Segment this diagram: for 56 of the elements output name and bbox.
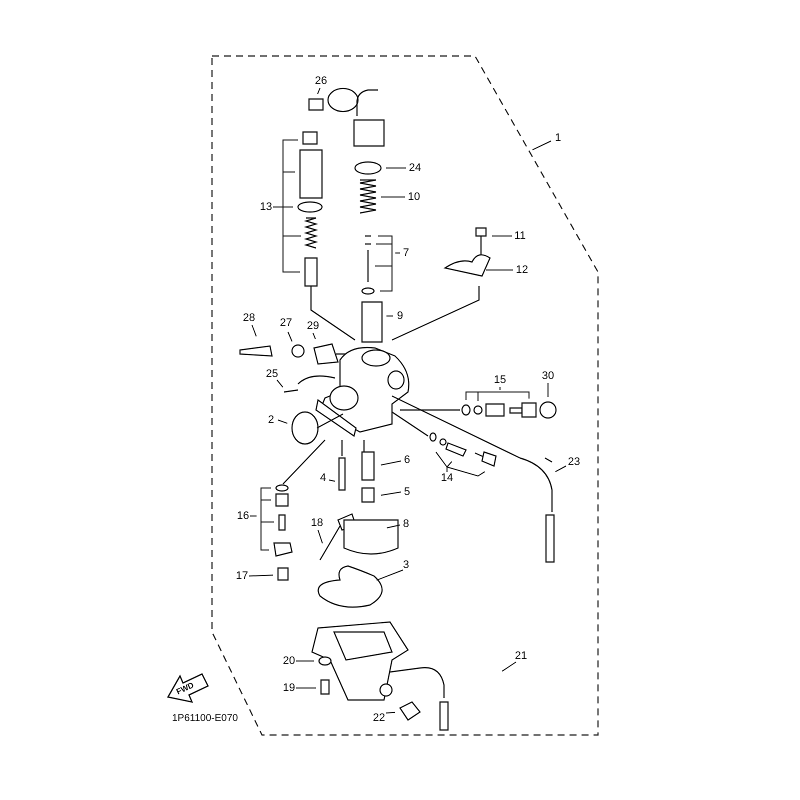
callout-number: 6 bbox=[404, 454, 410, 466]
leader-line bbox=[502, 662, 516, 672]
leader-line bbox=[276, 380, 284, 388]
callout-number: 18 bbox=[310, 517, 324, 529]
leader-line bbox=[376, 570, 404, 581]
leader-line bbox=[386, 524, 400, 528]
callout-number: 26 bbox=[314, 75, 328, 87]
callout-number: 17 bbox=[236, 570, 248, 582]
leader-line bbox=[328, 480, 336, 482]
leader-line bbox=[380, 196, 406, 198]
callout-number: 22 bbox=[372, 712, 386, 724]
callout-number: 2 bbox=[268, 414, 274, 426]
callout-number: 1 bbox=[554, 132, 562, 144]
callout-number: 9 bbox=[396, 310, 404, 322]
leader-line bbox=[317, 88, 320, 94]
leader-line bbox=[278, 420, 288, 424]
leader-line bbox=[318, 530, 323, 544]
callout-number: 7 bbox=[402, 247, 410, 259]
leader-line bbox=[466, 386, 530, 402]
leader-line bbox=[374, 236, 400, 292]
callout-number: 11 bbox=[514, 230, 526, 242]
callout-number: 28 bbox=[242, 312, 256, 324]
callout-number: 21 bbox=[514, 650, 528, 662]
leader-line bbox=[380, 460, 402, 466]
callout-number: 29 bbox=[306, 320, 320, 332]
leader-line bbox=[312, 332, 316, 340]
callout-number: 5 bbox=[404, 486, 410, 498]
callout-number: 8 bbox=[402, 518, 410, 530]
callout-number: 19 bbox=[282, 682, 296, 694]
arrow-label: FWD bbox=[174, 680, 196, 698]
leader-line bbox=[435, 452, 486, 477]
leader-line bbox=[288, 332, 293, 342]
callout-number: 23 bbox=[568, 456, 580, 468]
part-code: 1P61100-E070 bbox=[172, 713, 238, 724]
callout-number: 16 bbox=[236, 510, 250, 522]
callout-number: 15 bbox=[494, 374, 506, 386]
callout-number: 4 bbox=[320, 472, 326, 484]
callout-number: 24 bbox=[408, 162, 422, 174]
callout-number: 14 bbox=[440, 472, 454, 484]
callout-number: 3 bbox=[402, 559, 410, 571]
leader-line bbox=[252, 324, 257, 337]
leader-line bbox=[554, 466, 566, 472]
leader-line bbox=[296, 660, 314, 662]
leader-line bbox=[386, 712, 396, 714]
leader-line bbox=[272, 140, 302, 272]
callout-number: 20 bbox=[282, 655, 296, 667]
leader-line bbox=[248, 574, 274, 576]
callout-number: 12 bbox=[516, 264, 528, 276]
callout-number: 10 bbox=[408, 191, 420, 203]
leader-line bbox=[532, 140, 552, 150]
callout-number: 25 bbox=[266, 368, 278, 380]
leader-line bbox=[250, 488, 274, 550]
callout-number: 30 bbox=[542, 370, 554, 382]
callout-number: 27 bbox=[280, 317, 292, 329]
leader-line bbox=[380, 492, 402, 496]
callout-number: 13 bbox=[260, 201, 272, 213]
